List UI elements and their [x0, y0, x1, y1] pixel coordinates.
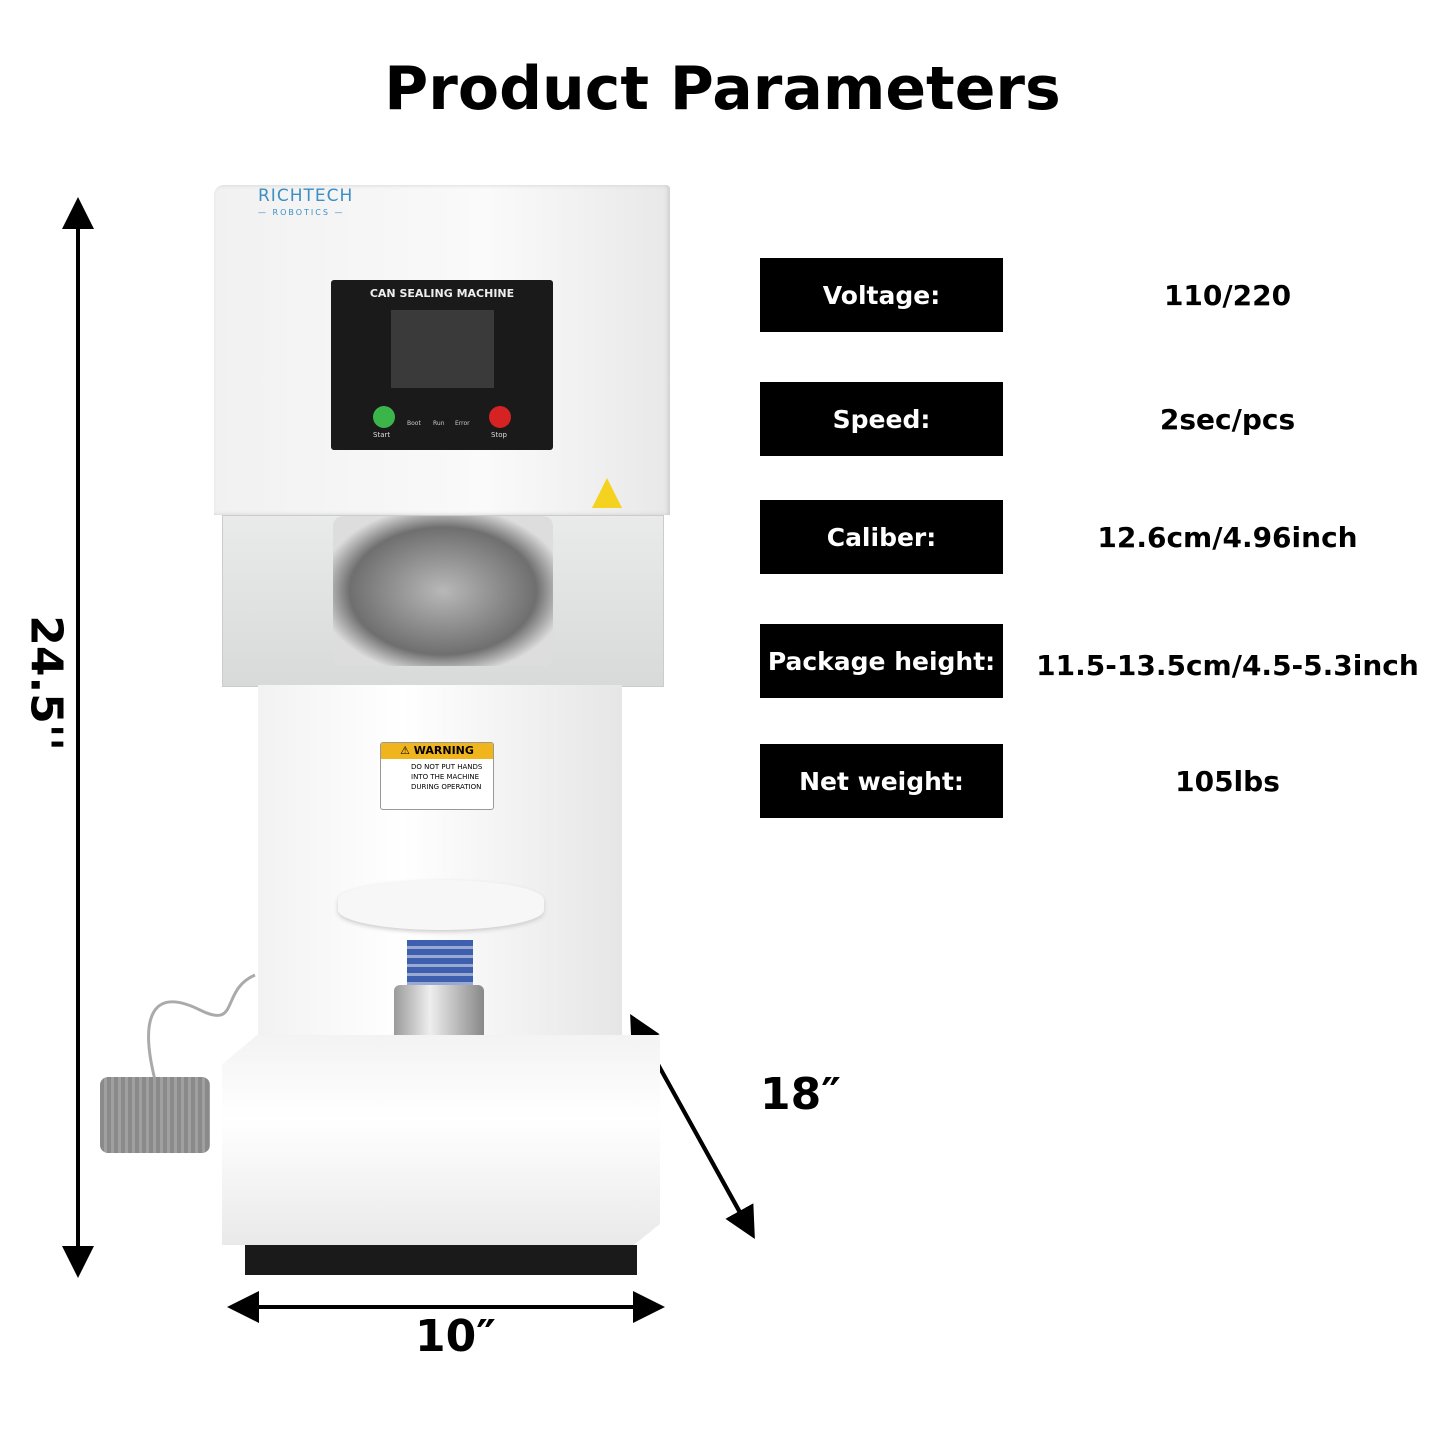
start-button[interactable] [373, 406, 395, 428]
param-label: Package height: [760, 624, 1003, 698]
clear-window [222, 515, 664, 687]
stop-button[interactable] [489, 406, 511, 428]
display-screen [391, 310, 494, 388]
brand-sub: — ROBOTICS — [258, 208, 345, 217]
led-boot: Boot [407, 420, 421, 427]
param-value: 2sec/pcs [1159, 402, 1296, 436]
base [222, 1035, 660, 1245]
spring [407, 940, 473, 985]
param-value: 12.6cm/4.96inch [1097, 520, 1358, 554]
brand-logo: RICHTECH [258, 186, 354, 206]
param-label: Caliber: [760, 500, 1003, 574]
param-label: Voltage: [760, 258, 1003, 332]
param-label: Speed: [760, 382, 1003, 456]
warning-label: ⚠ WARNING DO NOT PUT HANDS INTO THE MACH… [380, 742, 494, 810]
page-title: Product Parameters [384, 54, 1061, 124]
param-value: 105lbs [1175, 764, 1280, 798]
can-platform [338, 880, 544, 930]
param-value: 11.5-13.5cm/4.5-5.3inch [1036, 648, 1419, 682]
base-foot [245, 1245, 637, 1275]
param-label: Net weight: [760, 744, 1003, 818]
pedal-cable [147, 973, 256, 1081]
depth-label: 18″ [760, 1069, 841, 1120]
foot-pedal[interactable] [100, 1077, 210, 1153]
led-run: Run [433, 420, 445, 427]
panel-title: CAN SEALING MACHINE [369, 287, 515, 300]
warning-text: DO NOT PUT HANDS INTO THE MACHINE DURING… [411, 763, 483, 791]
led-error: Error [455, 420, 470, 427]
warning-title: ⚠ WARNING [381, 743, 493, 759]
sealing-head [333, 516, 553, 666]
start-label: Start [373, 431, 391, 439]
control-panel: CAN SEALING MACHINE Start Stop Boot Run … [331, 280, 553, 450]
stop-label: Stop [491, 431, 507, 439]
param-value: 110/220 [1163, 278, 1292, 312]
width-label: 10″ [415, 1311, 496, 1362]
height-label: 24.5'' [20, 615, 72, 751]
